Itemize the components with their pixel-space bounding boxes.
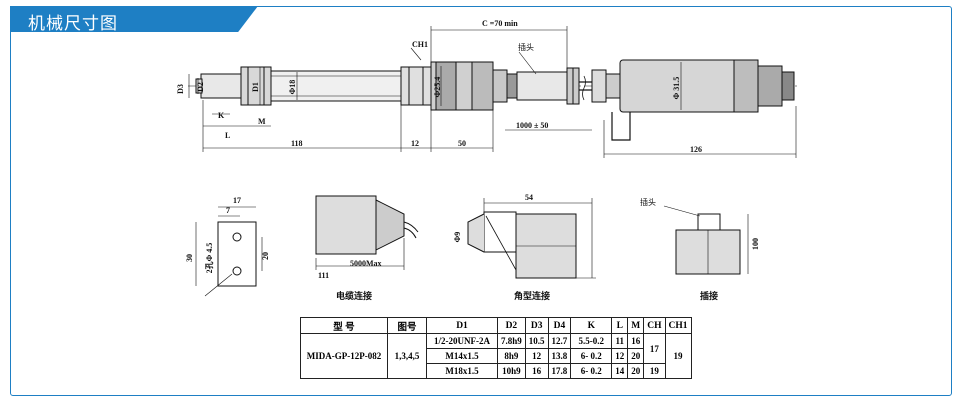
cell: 11 (611, 333, 629, 349)
page-title: 机械尺寸图 (28, 14, 118, 34)
cell: 6- 0.2 (570, 348, 613, 364)
label-CH1: CH1 (412, 40, 428, 49)
dim-7: 7 (226, 206, 230, 215)
cell: M18x1.5 (426, 363, 498, 379)
dim-50: 50 (458, 139, 466, 148)
label-D3: D3 (176, 84, 185, 94)
cell: 20 (627, 363, 645, 379)
col-L: L (611, 317, 629, 334)
table-row: MIDA-GP-12P-082 1,3,4,5 1/2-20UNF-2A 7.8… (300, 333, 692, 379)
cell: 13.8 (547, 348, 572, 364)
dim-5000: 5000Max (350, 259, 382, 268)
cell: 19 (643, 363, 666, 379)
hex-nut (400, 66, 432, 106)
cell: 16 (627, 333, 645, 349)
col-CH: CH (643, 317, 666, 334)
sensor-tip (195, 66, 272, 106)
col-D3: D3 (524, 317, 549, 334)
table-header-row: 型 号 图号 D1 D2 D3 D4 K L M CH CH1 (300, 317, 692, 334)
plug-view (663, 205, 749, 275)
col-D2: D2 (497, 317, 526, 334)
dim-118: 118 (291, 139, 303, 148)
page-frame (10, 6, 952, 396)
label-phi25: Φ25.4 (433, 77, 442, 98)
label-M: M (258, 117, 266, 126)
cell-model: MIDA-GP-12P-082 (300, 333, 388, 379)
cell: 16 (524, 363, 549, 379)
caption-plug: 插接 (700, 290, 718, 302)
col-model: 型 号 (300, 317, 388, 334)
caption-angle: 角型连接 (514, 290, 550, 302)
flange-view (195, 206, 263, 297)
caption-cable: 电缆连接 (336, 290, 372, 302)
cell: 12.7 (547, 333, 572, 349)
dim-111: 111 (318, 271, 329, 280)
cell: 1/2-20UNF-2A (426, 333, 498, 349)
cell: 10h9 (497, 363, 526, 379)
title-tab (10, 6, 258, 32)
label-C: C =70 min (482, 19, 518, 28)
cell: 20 (627, 348, 645, 364)
table-row: M18x1.5 10h9 16 17.8 6- 0.2 14 20 19 (301, 363, 692, 379)
label-plug2: 插头 (640, 197, 656, 207)
label-D1: D1 (251, 82, 260, 92)
cell: M14x1.5 (426, 348, 498, 364)
col-D1: D1 (426, 317, 498, 334)
col-D4: D4 (547, 317, 572, 334)
spec-table: 型 号 图号 D1 D2 D3 D4 K L M CH CH1 MIDA-GP-… (300, 317, 692, 379)
cell: 14 (611, 363, 629, 379)
dim-126: 126 (690, 145, 702, 154)
cell: 8h9 (497, 348, 526, 364)
table-row: M14x1.5 8h9 12 13.8 6- 0.2 12 20 (301, 348, 692, 364)
label-K: K (218, 111, 225, 120)
cell: 10.5 (524, 333, 549, 349)
label-L: L (225, 131, 230, 140)
col-fig: 图号 (387, 317, 427, 334)
cell-fig: 1,3,4,5 (387, 333, 427, 379)
dim-17: 17 (233, 196, 241, 205)
cell: 12 (524, 348, 549, 364)
angle-connection-view (467, 198, 596, 279)
col-K: K (570, 317, 613, 334)
label-phi9: Φ9 (453, 232, 462, 243)
cell: 5.5-0.2 (570, 333, 613, 349)
cell: 12 (611, 348, 629, 364)
dim-20: 20 (261, 252, 270, 260)
dim-30: 30 (185, 254, 194, 262)
cell-ch-merged: 17 (643, 333, 666, 364)
label-D2: D2 (196, 82, 205, 92)
dimension-lines (188, 26, 797, 158)
label-holes: 2孔Φ 4.5 (204, 243, 214, 274)
dim-12: 12 (411, 139, 419, 148)
plug-connector (516, 67, 580, 105)
cell: 6- 0.2 (570, 363, 613, 379)
cell-ch1: 19 (664, 333, 692, 379)
cable-connection-view (315, 195, 419, 270)
sensor-body (430, 61, 518, 111)
dim-1000: 1000 ± 50 (516, 121, 548, 130)
label-phi18: Φ18 (288, 80, 297, 95)
cell: 17.8 (547, 363, 572, 379)
label-phi31: Φ 31.5 (672, 77, 681, 100)
cable-head (591, 59, 795, 141)
col-CH1: CH1 (664, 317, 692, 334)
label-plug: 插头 (518, 42, 534, 52)
col-M: M (627, 317, 645, 334)
cell: 7.8h9 (497, 333, 526, 349)
dim-54: 54 (525, 193, 533, 202)
dim-100: 100 (751, 238, 760, 250)
